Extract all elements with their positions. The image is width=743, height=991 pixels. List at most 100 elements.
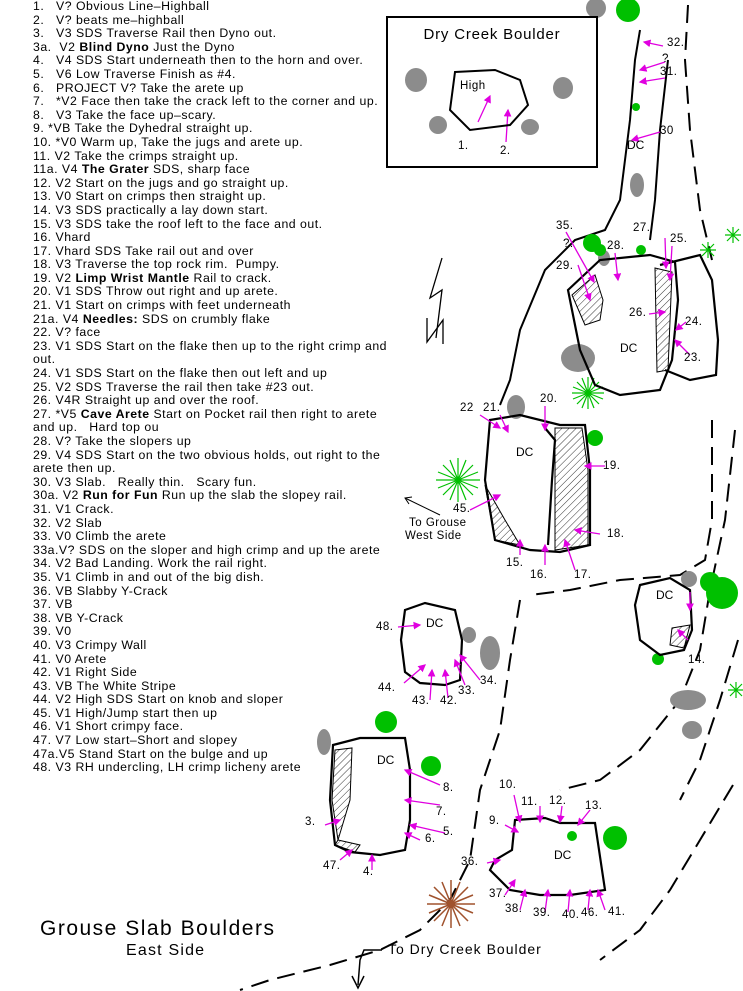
route-description: Run up the slab the slopey rail. — [157, 488, 347, 503]
route-text: 27. *V5 — [33, 406, 81, 421]
route-text: 11a. V4 — [33, 162, 82, 177]
route-text: 30. V3 Slab. Really thin. Scary fun. — [33, 474, 257, 489]
map-route-label: 13. — [585, 800, 603, 812]
route-text: 40. V3 Crimpy Wall — [33, 637, 147, 652]
route-entry: 25. V2 SDS Traverse the rail then take #… — [33, 379, 393, 395]
map-route-label: 18. — [607, 528, 625, 540]
route-text: 30a. V2 — [33, 488, 83, 503]
route-text: 37. VB — [33, 597, 73, 612]
route-entry: 27. *V5 Cave Arete Start on Pocket rail … — [33, 406, 393, 435]
inset-route-2: 2. — [500, 145, 511, 157]
map-route-label: 8. — [443, 782, 454, 794]
map-route-label: 44. — [378, 682, 396, 694]
route-text: 42. V1 Right Side — [33, 665, 138, 680]
route-text: 23. V1 SDS Start on the flake then up to… — [33, 338, 391, 367]
route-entry: 2. V? beats me–highball — [33, 12, 393, 28]
route-entry: 18. V3 Traverse the top rock rim. Pumpy. — [33, 257, 393, 272]
route-name: Blind Dyno — [79, 39, 150, 54]
route-text: 8. V3 Take the face up–scary. — [33, 107, 217, 122]
route-entry: 20. V1 SDS Throw out right and up arete. — [33, 285, 393, 299]
route-entry: 3a. V2 Blind Dyno Just the Dyno — [33, 39, 393, 55]
route-text: 47a.V5 Stand Start on the bulge and up — [33, 746, 269, 761]
route-entry: 30. V3 Slab. Really thin. Scary fun. — [33, 474, 393, 490]
route-text: 43. VB The White Stripe — [33, 678, 177, 693]
map-route-label: 20. — [540, 393, 558, 405]
route-entry: 11. V2 Take the crimps straight up. — [33, 148, 393, 164]
route-description: SDS, sharp face — [149, 162, 251, 177]
route-entry: 30a. V2 Run for Fun Run up the slab the … — [33, 489, 393, 503]
route-entry: 36. VB Slabby Y-Crack — [33, 584, 393, 599]
map-route-label: 38. — [505, 903, 523, 915]
route-name: The Grater — [81, 162, 150, 177]
route-entry: 7. *V2 Face then take the crack left to … — [33, 94, 393, 109]
route-entry: 43. VB The White Stripe — [33, 678, 393, 694]
route-text: 22. V? face — [33, 325, 101, 340]
route-text: 16. Vhard — [33, 230, 91, 245]
map-route-label: 43. — [412, 695, 430, 707]
route-text: 11. V2 Take the crimps straight up. — [33, 148, 239, 163]
route-entry: 11a. V4 The Grater SDS, sharp face — [33, 162, 393, 177]
to-grouse-label-1: To Grouse — [409, 517, 467, 529]
route-entry: 22. V? face — [33, 325, 393, 340]
route-description: Rail to crack. — [189, 270, 272, 285]
route-text: 12. V2 Start on the jugs and go straight… — [33, 175, 289, 190]
route-entry: 4. V4 SDS Start underneath then to the h… — [33, 54, 393, 68]
route-text: 14. V3 SDS practically a lay down start. — [33, 202, 269, 217]
dc-label: DC — [656, 588, 674, 602]
route-text: 20. V1 SDS Throw out right and up arete. — [33, 284, 279, 299]
map-route-label: 40. — [562, 909, 580, 921]
map-route-label: 7. — [436, 806, 447, 818]
dc-label: DC — [554, 848, 572, 862]
map-route-label: 36. — [461, 856, 479, 868]
route-entry: 48. V3 RH undercling, LH crimp licheny a… — [33, 760, 393, 775]
map-route-label: 9. — [489, 815, 500, 827]
map-route-label: 27. — [633, 222, 651, 234]
dc-label: DC — [377, 753, 395, 767]
map-route-label: 47. — [323, 860, 341, 872]
trees — [375, 0, 738, 850]
map-route-label: ?. — [563, 238, 574, 250]
route-entry: 26. V4R Straight up and over the roof. — [33, 393, 393, 408]
route-text: 38. VB Y-Crack — [33, 610, 124, 625]
route-entry: 42. V1 Right Side — [33, 665, 393, 680]
route-entry: 21a. V4 Needles: SDS on crumbly flake — [33, 311, 393, 327]
dry-creek-inset: Dry Creek Boulder — [386, 16, 598, 168]
route-entry: 14. V3 SDS practically a lay down start. — [33, 202, 393, 218]
route-entry: 19. V2 Limp Wrist Mantle Rail to crack. — [33, 270, 393, 286]
map-route-label: 28. — [607, 240, 625, 252]
route-entry: 1. V? Obvious Line–Highball — [33, 0, 393, 14]
dc-label: DC — [426, 616, 444, 630]
map-route-label: 3. — [305, 816, 316, 828]
route-description: SDS on crumbly flake — [138, 311, 271, 326]
map-route-label: 19. — [603, 460, 621, 472]
route-name: Run for Fun — [82, 488, 158, 503]
route-entry: 23. V1 SDS Start on the flake then up to… — [33, 338, 393, 367]
route-text: 45. V1 High/Jump start then up — [33, 705, 218, 720]
map-route-label: 30 — [660, 125, 674, 137]
route-text: 26. V4R Straight up and over the roof. — [33, 393, 260, 408]
route-text: 33a.V? SDS on the sloper and high crimp … — [33, 542, 381, 557]
route-text: 2. V? beats me–highball — [33, 12, 185, 27]
to-dry-creek-label: To Dry Creek Boulder — [388, 941, 542, 957]
route-entry: 31. V1 Crack. — [33, 502, 393, 517]
route-entry: 9. *VB Take the Dyhedral straight up. — [33, 122, 393, 136]
route-text: 9. *VB Take the Dyhedral straight up. — [33, 121, 253, 136]
map-route-label: 12. — [549, 795, 567, 807]
route-text: 3a. V2 — [33, 39, 80, 54]
route-entry: 3. V3 SDS Traverse Rail then Dyno out. — [33, 26, 393, 41]
route-entry: 5. V6 Low Traverse Finish as #4. — [33, 66, 393, 82]
to-dry-creek-arrow — [351, 949, 382, 990]
route-text: 39. V0 — [33, 624, 72, 639]
route-text: 48. V3 RH undercling, LH crimp licheny a… — [33, 760, 302, 775]
route-text: 47. V7 Low start–Short and slopey — [33, 733, 238, 748]
route-text: 5. V6 Low Traverse Finish as #4. — [33, 66, 236, 81]
route-text: 21. V1 Start on crimps with feet underne… — [33, 298, 292, 313]
map-route-label: 22 — [460, 402, 474, 414]
route-text: 25. V2 SDS Traverse the rail then take #… — [33, 379, 315, 394]
route-text: 4. V4 SDS Start underneath then to the h… — [33, 53, 364, 68]
map-route-label: 32. — [667, 37, 685, 49]
route-text: 18. V3 Traverse the top rock rim. Pumpy. — [33, 257, 280, 272]
route-entry: 10. *V0 Warm up, Take the jugs and arete… — [33, 135, 393, 150]
route-text: 15. V3 SDS take the roof left to the fac… — [33, 216, 323, 231]
area-subtitle: East Side — [126, 942, 206, 959]
